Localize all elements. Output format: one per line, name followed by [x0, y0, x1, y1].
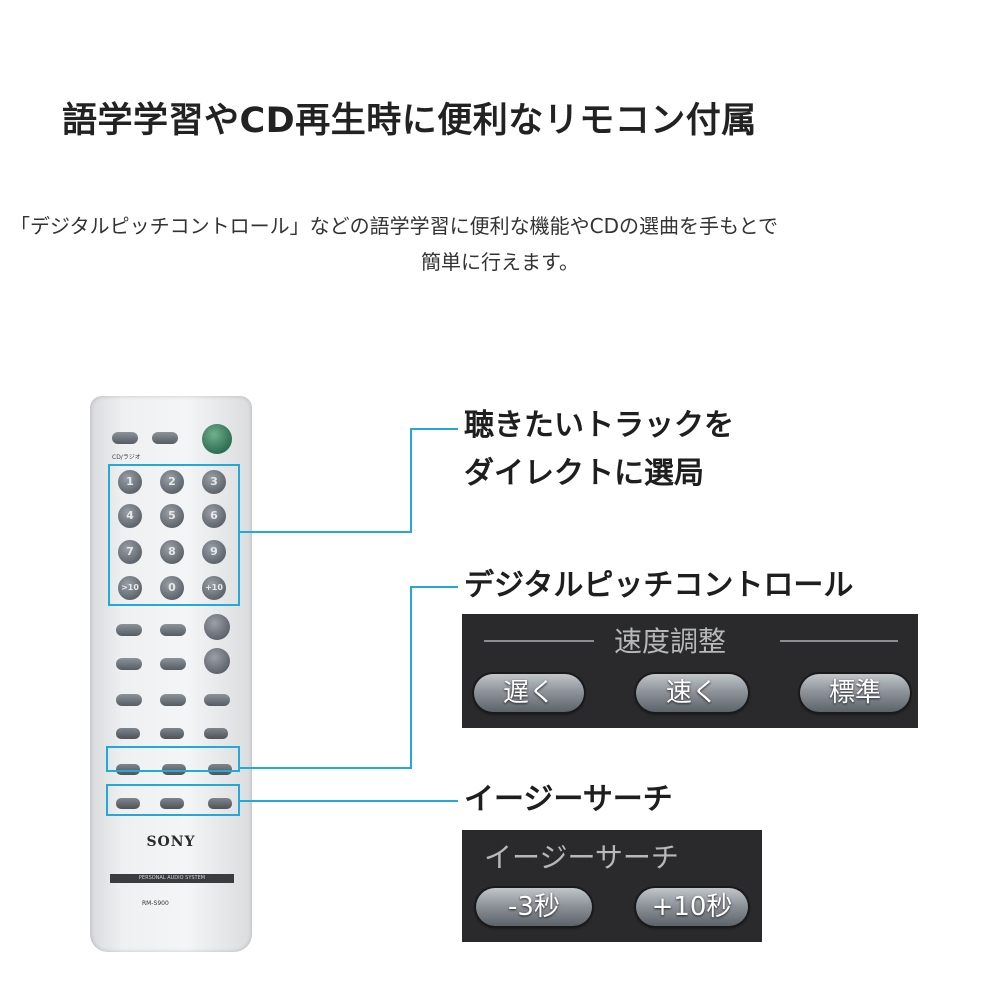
slow-button[interactable]: 遅く [474, 674, 584, 712]
remote-model: RM-S900 [142, 900, 169, 907]
normal-button[interactable]: 標準 [800, 674, 910, 712]
remote-key: >10 [118, 576, 142, 600]
remote-radio-button [116, 728, 140, 739]
remote-key: 4 [118, 504, 142, 528]
remote-key: 3 [202, 470, 226, 494]
remote-search-button [208, 798, 232, 809]
remote-key: 1 [118, 470, 142, 494]
remote-play-button [204, 614, 230, 640]
remote-key: +10 [202, 576, 226, 600]
remote-speed-button [116, 764, 140, 775]
remote-stop-button [204, 648, 230, 674]
leader-line-keypad-end [410, 428, 458, 430]
callout-pitch: デジタルピッチコントロール [464, 568, 854, 603]
remote-mode-button [204, 694, 230, 706]
leader-line-speed-vertical [410, 586, 412, 769]
keypad-highlight [108, 464, 240, 606]
search-panel: イージーサーチ -3秒 +10秒 [462, 830, 762, 942]
remote-key: 0 [160, 576, 184, 600]
remote-brand-logo: SONY [146, 834, 196, 850]
plus-10sec-button[interactable]: +10秒 [636, 888, 748, 926]
speed-highlight [106, 746, 240, 772]
remote-transport-button [160, 624, 186, 636]
fast-button[interactable]: 速く [636, 674, 748, 712]
page-headline: 語学学習やCD再生時に便利なリモコン付属 [62, 101, 757, 141]
callout-track-line-1: 聴きたいトラックを [464, 408, 734, 443]
search-panel-title: イージーサーチ [484, 841, 679, 874]
leader-line-speed-end [410, 586, 458, 588]
remote-strip: PERSONAL AUDIO SYSTEM [110, 874, 234, 883]
leader-line-keypad [238, 531, 412, 533]
remote-transport-button [116, 624, 142, 636]
speed-panel-rule-left [484, 640, 594, 642]
speed-panel-title: 速度調整 [614, 625, 727, 658]
speed-panel-rule-right [780, 640, 898, 642]
remote-top-button-2 [152, 432, 178, 444]
remote-speed-button [208, 764, 232, 775]
remote-key: 6 [202, 504, 226, 528]
remote-top-button-1 [112, 432, 138, 444]
remote-key: 5 [160, 504, 184, 528]
remote-search-button [116, 798, 140, 809]
remote-mode-button [116, 694, 142, 706]
remote-mode-button [160, 694, 186, 706]
leader-line-keypad-vertical [410, 428, 412, 533]
description-line-2: 簡単に行えます。 [421, 250, 579, 274]
remote-control-image: CD/ラジオ 1 2 3 4 5 6 7 8 9 >10 0 +10 SONY … [90, 396, 252, 952]
remote-power-button [202, 424, 232, 454]
remote-key: 9 [202, 540, 226, 564]
remote-key: 2 [160, 470, 184, 494]
search-highlight [106, 784, 240, 816]
remote-speed-button [162, 764, 186, 775]
remote-skip-button [116, 658, 142, 670]
leader-line-speed [238, 767, 412, 769]
remote-radio-button [204, 728, 228, 739]
callout-track-line-2: ダイレクトに選局 [464, 456, 704, 491]
minus-3sec-button[interactable]: -3秒 [476, 888, 592, 926]
description-line-1: 「デジタルピッチコントロール」などの語学学習に便利な機能やCDの選曲を手もとで [10, 214, 778, 238]
remote-cd-label: CD/ラジオ [112, 454, 141, 461]
remote-radio-button [160, 728, 184, 739]
remote-search-button [160, 798, 184, 809]
leader-line-search [238, 800, 458, 802]
speed-panel: 速度調整 遅く 速く 標準 [462, 614, 918, 728]
remote-skip-button [160, 658, 186, 670]
remote-key: 7 [118, 540, 142, 564]
remote-key: 8 [160, 540, 184, 564]
callout-search: イージーサーチ [464, 782, 673, 817]
